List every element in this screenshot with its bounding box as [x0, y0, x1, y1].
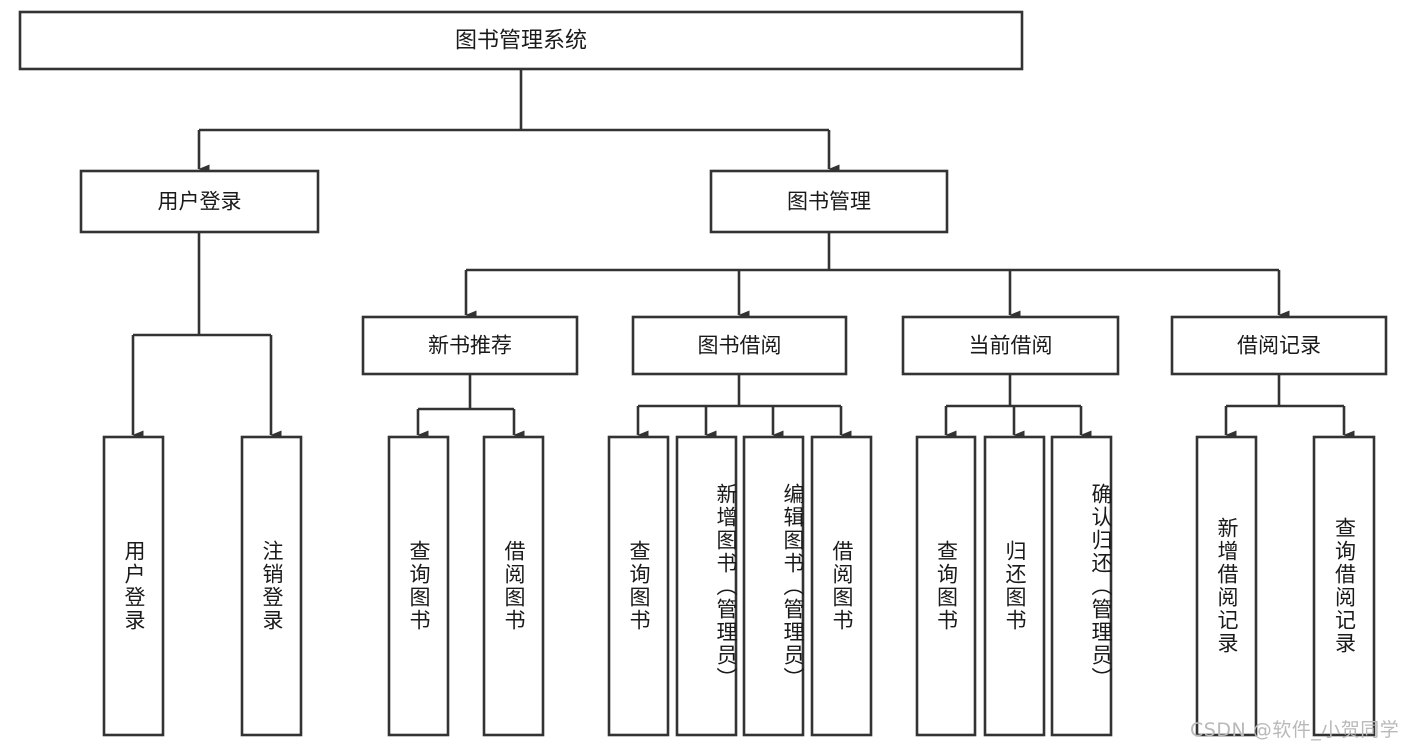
leaf-node-box-1[interactable] [240, 435, 303, 737]
level3-node-box-2[interactable] [901, 315, 1120, 376]
leaf-node-box-9[interactable] [983, 435, 1046, 737]
level3-node-box-0[interactable] [361, 315, 579, 376]
connector-layer [131, 69, 1355, 440]
leaf-node-box-12[interactable] [1312, 435, 1376, 737]
level3-node-label-3: 借阅记录 [1237, 334, 1321, 358]
level3-node-box-1[interactable] [631, 315, 848, 376]
leaf-node-box-11[interactable] [1195, 435, 1258, 737]
leaf-node-box-8[interactable] [915, 435, 977, 737]
level3-node-box-3[interactable] [1170, 315, 1388, 376]
level2-node-label-0: 用户登录 [158, 190, 242, 214]
leaf-node-box-4[interactable] [607, 435, 670, 737]
leaf-node-box-5[interactable] [675, 435, 738, 737]
leaf-node-box-2[interactable] [387, 435, 450, 737]
leaf-node-box-6[interactable] [742, 435, 805, 737]
leaf-node-box-10[interactable] [1050, 435, 1113, 737]
level2-node-box-1[interactable] [709, 169, 949, 234]
level3-node-label-2: 当前借阅 [969, 334, 1053, 358]
watermark-text: CSDN @软件_小贺同学 [1190, 719, 1400, 741]
level2-node-box-0[interactable] [79, 169, 320, 234]
level2-node-label-1: 图书管理 [787, 190, 871, 214]
level3-node-label-0: 新书推荐 [428, 334, 512, 358]
root-node-box[interactable] [18, 10, 1024, 71]
root-node-label: 图书管理系统 [455, 29, 587, 54]
node-box-layer [18, 10, 1388, 737]
leaf-node-box-0[interactable] [102, 435, 165, 737]
leaf-node-box-3[interactable] [482, 435, 545, 737]
level3-node-label-1: 图书借阅 [698, 334, 782, 358]
leaf-node-box-7[interactable] [810, 435, 873, 737]
